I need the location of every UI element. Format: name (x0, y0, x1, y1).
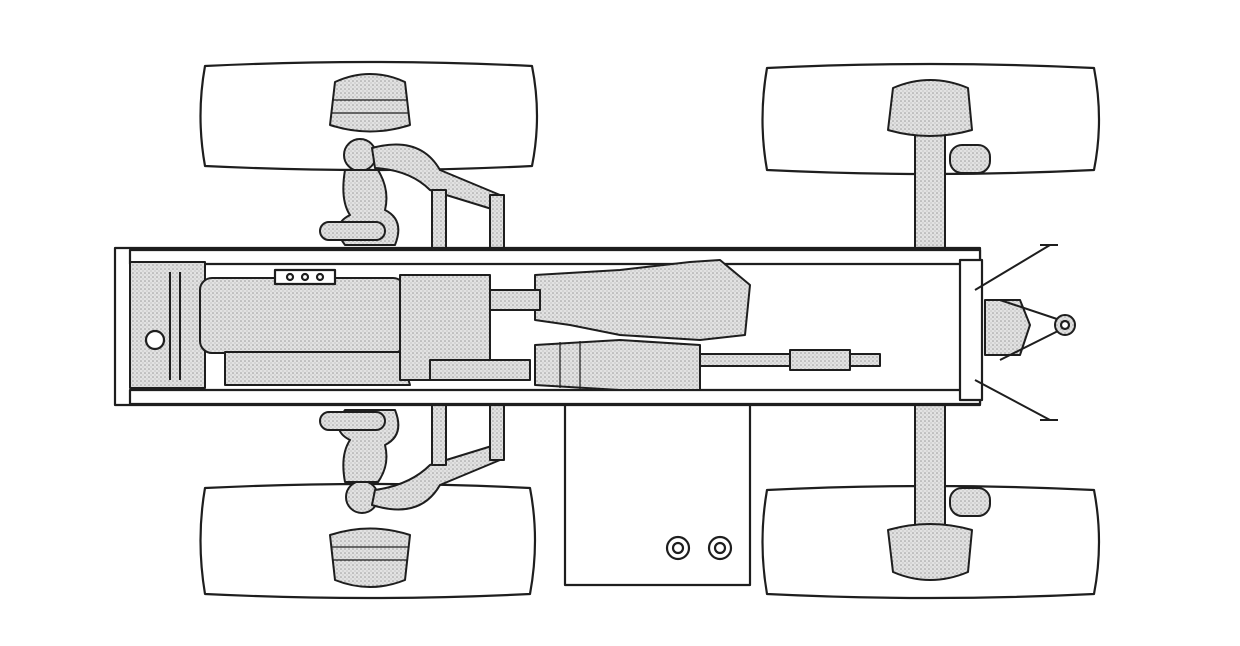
front-left-hub (319, 73, 505, 261)
drive-shaft (699, 349, 881, 371)
tow-hitch (1054, 314, 1076, 336)
radiator (129, 261, 206, 389)
gearbox (429, 339, 701, 391)
differential (958, 258, 1031, 402)
front-right-hub (319, 399, 505, 588)
battery-box (563, 403, 752, 587)
rear-suspension-arms (974, 244, 1061, 421)
transfer-case (489, 259, 751, 341)
